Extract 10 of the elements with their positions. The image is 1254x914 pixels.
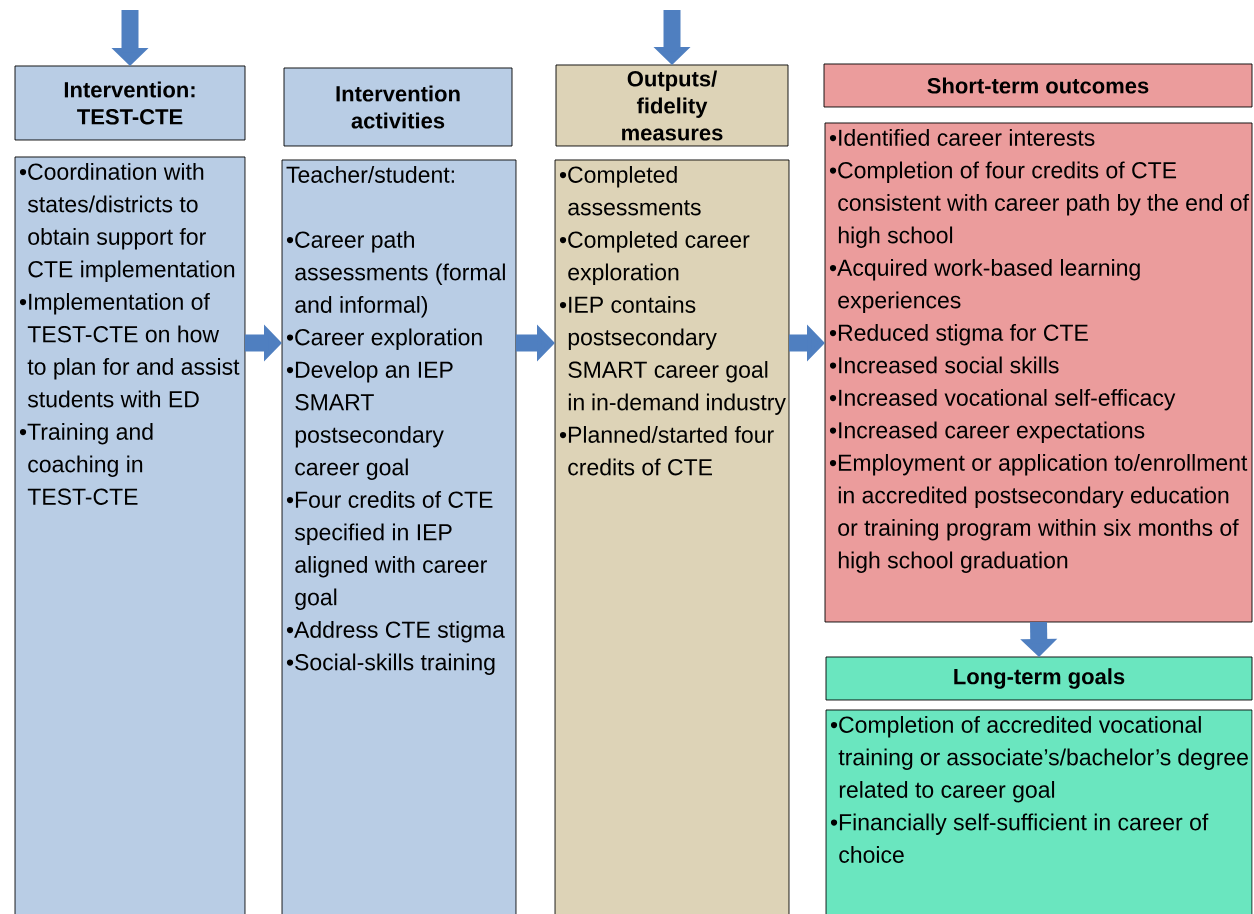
heading-box: Intervention: TEST-CTE: [14, 65, 246, 141]
heading-box: Intervention activities: [283, 67, 513, 147]
list-box: •Completion of accredited vocational training or associate’s/bachelor’s degree related to career goal •Financially self-sufficient in career of choice: [825, 709, 1253, 914]
list-box: Teacher/student: •Career path assessments (formal and informal) •Career exploration •Develop an IEP SMART postsecondary career goal •Four credits of CTE specified in IEP aligned with career goal •Address CTE stigma •Social-skills training: [281, 159, 517, 914]
heading-box: Long-term goals: [825, 656, 1253, 701]
list-box: •Completed assessments •Completed career exploration •IEP contains postsecondary SMART career goal in in-demand industry •Planned/started four credits of CTE: [554, 159, 790, 914]
list-box: •Identified career interests •Completion of four credits of CTE consistent with career path by the end of high school •Acquired work-based learning experiences •Reduced stigma for CTE •Increased social skills •Increased vocational self-efficacy •Increased career expectations •Employment or application to/enrollment in accredited postsecondary education or training program within six months of high school graduation: [824, 122, 1253, 623]
list-box: •Coordination with states/districts to obtain support for CTE implementation •Implementation of TEST-CTE on how to plan for and assist students with ED •Training and coaching in TEST-CTE: [14, 156, 246, 914]
heading-box: Outputs/ fidelity measures: [555, 64, 789, 147]
heading-box: Short-term outcomes: [823, 63, 1253, 108]
